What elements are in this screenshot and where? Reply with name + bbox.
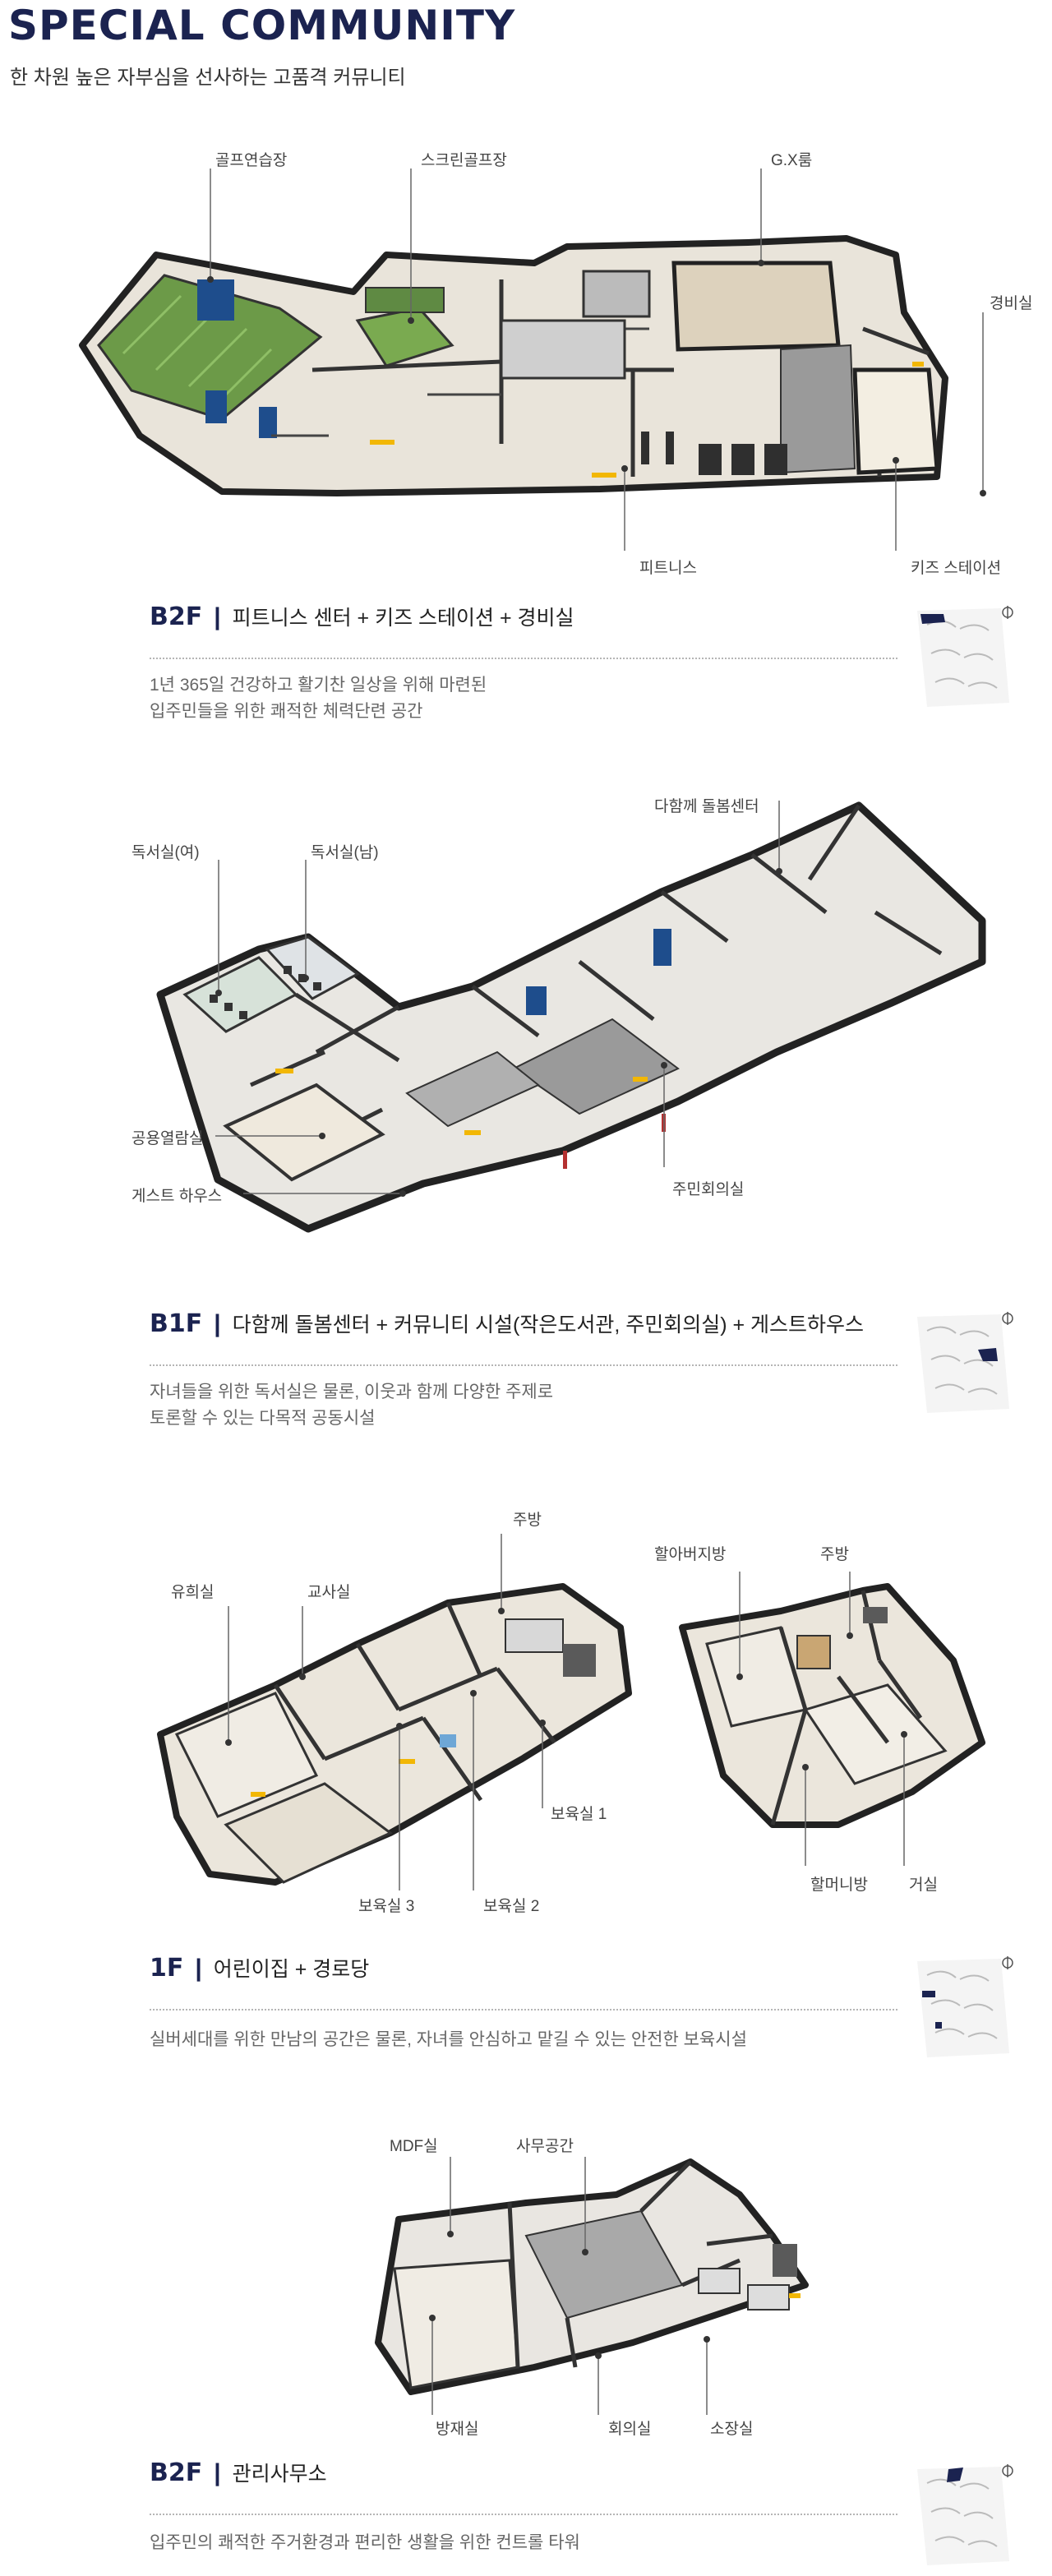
label-grandmother-room: 할머니방 (810, 1877, 868, 1894)
floor-header-b2f-fitness: B2F | 피트니스 센터 + 키즈 스테이션 + 경비실 (150, 602, 574, 631)
floor-divider: | (214, 603, 221, 630)
label-guest-house: 게스트 하우스 (132, 1188, 223, 1205)
label-golf-practice: 골프연습장 (215, 152, 288, 169)
label-grandfather-room: 할아버지방 (654, 1546, 727, 1563)
floor-title: 피트니스 센터 + 키즈 스테이션 + 경비실 (232, 607, 574, 630)
dotted-divider (150, 658, 897, 659)
callout-lines-b1f (215, 801, 782, 1197)
floor-plan-b2f-management (362, 2145, 838, 2408)
floor-code: 1F (150, 1954, 184, 1983)
description-line: 입주민들을 위한 쾌적한 체력단련 공간 (150, 702, 423, 721)
callout-lines-b2f-management (429, 2157, 710, 2415)
label-meeting-room: 회의실 (608, 2421, 652, 2438)
label-kitchen-daycare: 주방 (513, 1512, 542, 1529)
label-office-space: 사무공간 (516, 2138, 574, 2155)
label-reading-room-women: 독서실(여) (132, 844, 200, 861)
site-minimap-b1f (911, 1310, 1017, 1421)
description-line: 1년 365일 건강하고 활기찬 일상을 위해 마련된 (150, 676, 487, 695)
floor-code: B1F (150, 1309, 203, 1338)
floor-title: 어린이집 + 경로당 (213, 1958, 370, 1981)
label-teachers-room: 교사실 (307, 1584, 351, 1601)
dotted-divider (150, 2009, 897, 2010)
floor-divider: | (214, 1310, 221, 1337)
label-guard-room: 경비실 (990, 295, 1033, 312)
callout-lines-1f (225, 1534, 907, 1890)
site-minimap-b2f-management (911, 2463, 1017, 2574)
description-line: 토론할 수 있는 다목적 공동시설 (150, 1409, 376, 1428)
floor-plan-b1f (152, 789, 999, 1282)
floor-description: 1년 365일 건강하고 활기찬 일상을 위해 마련된 입주민들을 위한 쾌적한… (150, 672, 487, 725)
label-gx-room: G.X룸 (771, 152, 813, 169)
description-line: 실버세대를 위한 만남의 공간은 물론, 자녀를 안심하고 맡길 수 있는 안전… (150, 2030, 747, 2049)
label-fitness: 피트니스 (639, 560, 697, 577)
label-disaster-control: 방재실 (436, 2421, 479, 2438)
site-minimap-1f (911, 1955, 1017, 2066)
floor-plan-1f-senior (674, 1578, 994, 1849)
label-public-reading: 공용열람실 (132, 1130, 204, 1147)
label-nursery-2: 보육실 2 (483, 1898, 540, 1915)
floor-header-b1f: B1F | 다함께 돌봄센터 + 커뮤니티 시설(작은도서관, 주민회의실) +… (150, 1309, 864, 1338)
floor-header-1f: 1F | 어린이집 + 경로당 (150, 1953, 369, 1983)
floor-description: 입주민의 쾌적한 주거환경과 편리한 생활을 위한 컨트롤 타워 (150, 2530, 580, 2556)
description-line: 입주민의 쾌적한 주거환경과 편리한 생활을 위한 컨트롤 타워 (150, 2533, 580, 2552)
site-minimap-b2f-fitness (911, 604, 1017, 715)
dotted-divider (150, 1364, 897, 1366)
label-nursery-1: 보육실 1 (551, 1806, 607, 1823)
floor-header-b2f-management: B2F | 관리사무소 (150, 2458, 327, 2487)
floor-plan-1f-daycare (152, 1570, 637, 1932)
floor-code: B2F (150, 602, 203, 631)
floor-description: 자녀들을 위한 독서실은 물론, 이웃과 함께 다양한 주제로 토론할 수 있는… (150, 1379, 553, 1432)
floor-code: B2F (150, 2458, 203, 2487)
floor-divider: | (214, 2459, 221, 2486)
description-line: 자녀들을 위한 독서실은 물론, 이웃과 함께 다양한 주제로 (150, 1383, 554, 1401)
callout-lines-b2f (207, 169, 986, 551)
label-reading-room-men: 독서실(남) (311, 844, 379, 861)
floor-divider: | (195, 1955, 202, 1982)
floor-plan-b2f-fitness (74, 230, 1019, 542)
page-subtitle: 한 차원 높은 자부심을 선사하는 고품격 커뮤니티 (10, 67, 406, 89)
dotted-divider (150, 2514, 897, 2515)
label-screen-golf: 스크린골프장 (421, 152, 507, 169)
label-director-room: 소장실 (710, 2421, 754, 2438)
label-kitchen-senior: 주방 (820, 1546, 849, 1563)
label-kids-station: 키즈 스테이션 (911, 560, 1002, 577)
label-care-center: 다함께 돌봄센터 (654, 798, 759, 815)
floor-title: 관리사무소 (232, 2463, 327, 2486)
label-residents-meeting: 주민회의실 (672, 1181, 745, 1198)
label-mdf-room: MDF실 (390, 2138, 438, 2155)
label-nursery-3: 보육실 3 (358, 1898, 415, 1915)
label-living-room: 거실 (909, 1877, 938, 1894)
page-title: SPECIAL COMMUNITY (8, 2, 516, 49)
floor-description: 실버세대를 위한 만남의 공간은 물론, 자녀를 안심하고 맡길 수 있는 안전… (150, 2027, 747, 2053)
label-playroom: 유희실 (171, 1584, 215, 1601)
floor-title: 다함께 돌봄센터 + 커뮤니티 시설(작은도서관, 주민회의실) + 게스트하우… (232, 1313, 865, 1336)
